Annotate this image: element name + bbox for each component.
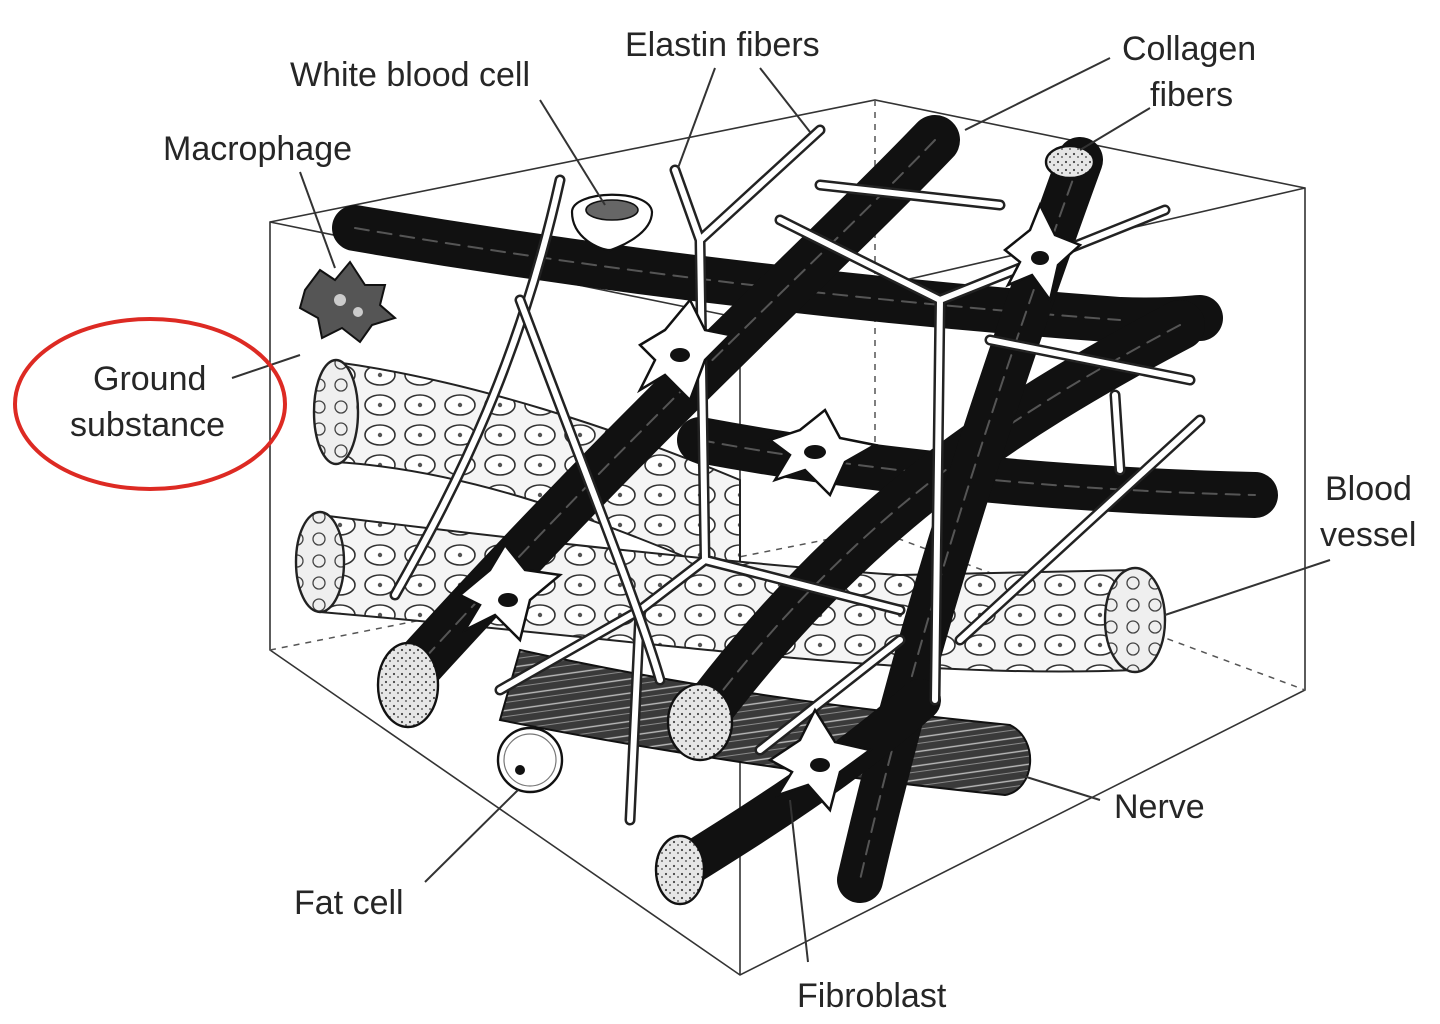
label-fibroblast: Fibroblast <box>797 977 947 1015</box>
label-white-blood-cell: White blood cell <box>290 56 530 94</box>
label-leader-lines <box>231 57 1331 963</box>
leader-ground-substance <box>231 354 301 379</box>
white-blood-cell-nucleus <box>585 199 639 221</box>
blood-vessel-right-end <box>1103 566 1167 674</box>
collagen-cut-end-lower <box>654 834 706 906</box>
label-ground-line1: Ground <box>93 360 206 398</box>
label-collagen-line1: Collagen <box>1122 30 1256 68</box>
collagen-cut-end-left <box>376 641 440 729</box>
leader-fibroblast <box>789 799 809 963</box>
fibroblast-cell-3 <box>457 542 563 643</box>
leader-nerve <box>1019 774 1101 801</box>
leader-elastin-a <box>677 67 716 169</box>
fibroblast-nucleus-5 <box>810 758 830 772</box>
collagen-cut-end-center <box>666 682 734 762</box>
leader-elastin-b <box>759 67 811 133</box>
fibroblasts <box>457 201 1083 813</box>
leader-collagen-a <box>964 57 1111 131</box>
leader-fat-cell <box>424 789 519 883</box>
blood-vessel-left-end <box>294 510 346 614</box>
diagram-labels: White blood cell Elastin fibers Collagen… <box>70 26 1416 1015</box>
leader-macrophage <box>299 171 336 269</box>
adipose-cylinder-upper-end <box>312 358 360 466</box>
collagen-cut-end-top <box>1044 144 1096 180</box>
fat-cell <box>496 726 564 794</box>
label-macrophage: Macrophage <box>163 130 352 168</box>
label-fat-cell: Fat cell <box>294 884 404 922</box>
fat-cell-membrane <box>503 733 557 787</box>
leader-white-blood-cell <box>539 99 606 206</box>
label-blood-line2: vessel <box>1320 516 1416 554</box>
macrophage-vacuole-2 <box>353 307 363 317</box>
elastin-fibers <box>389 124 1206 826</box>
elastin-fiber-a-core <box>392 177 563 598</box>
leader-blood-vessel <box>1164 559 1331 616</box>
collagen-fiber-lower <box>659 679 941 891</box>
label-ground-line2: substance <box>70 406 225 444</box>
elastin-fiber-c-core <box>517 182 1193 703</box>
label-elastin-fibers: Elastin fibers <box>625 26 820 64</box>
label-collagen-line2: fibers <box>1150 76 1233 114</box>
fibroblast-nucleus-3 <box>498 593 518 607</box>
leader-collagen-b <box>1079 107 1151 151</box>
macrophage-cell <box>298 260 398 344</box>
label-blood-line1: Blood <box>1325 470 1412 508</box>
white-blood-cell <box>570 193 654 252</box>
label-nerve: Nerve <box>1114 788 1205 826</box>
fibroblast-nucleus-2 <box>804 445 826 459</box>
fat-cell-body <box>496 726 564 794</box>
macrophage-body <box>298 260 398 344</box>
fat-cell-nucleus <box>515 765 525 775</box>
fibroblast-nucleus-1 <box>670 348 690 362</box>
elastin-fiber-d-core <box>757 392 1203 753</box>
macrophage-vacuole-1 <box>334 294 346 306</box>
ground-substance-highlight-circle <box>13 317 287 491</box>
fibroblast-nucleus-4 <box>1031 251 1049 265</box>
